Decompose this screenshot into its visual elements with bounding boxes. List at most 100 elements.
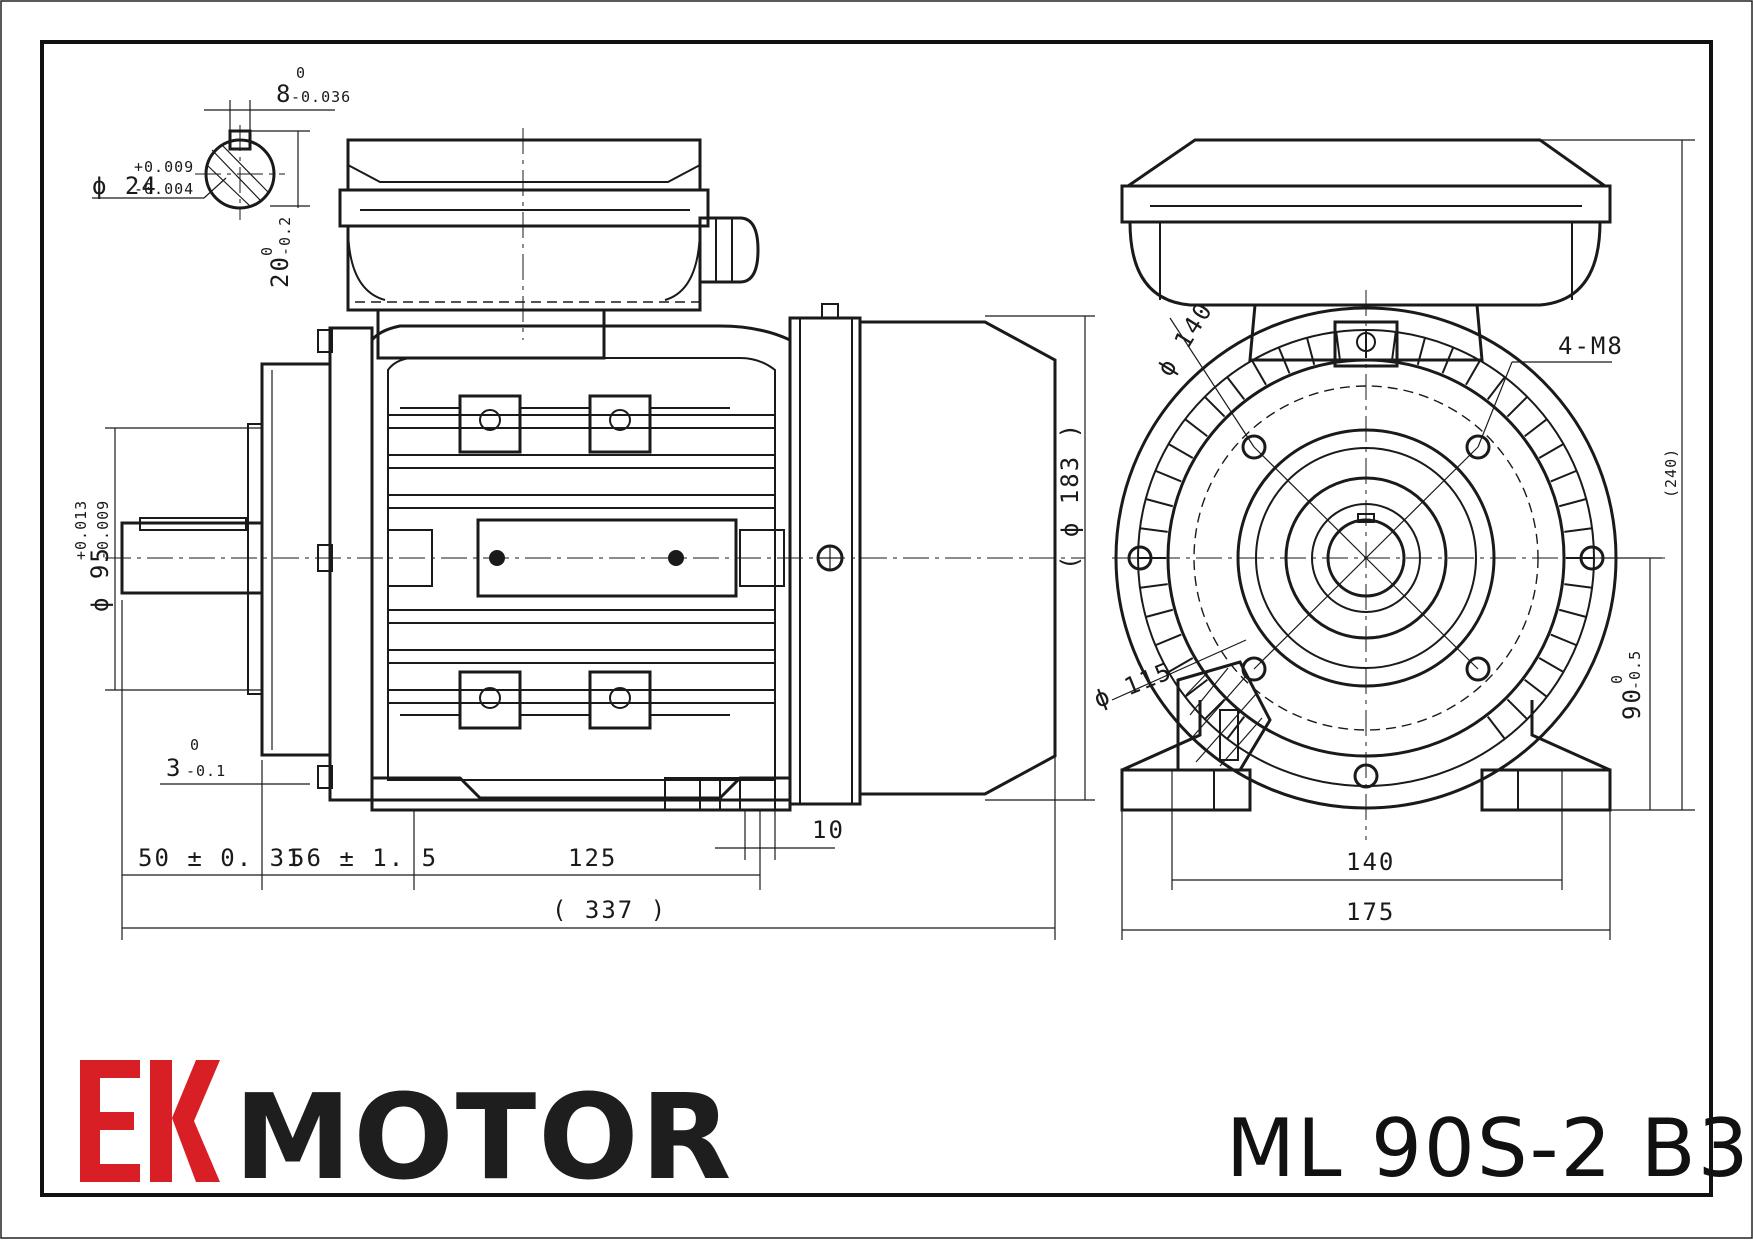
fin-line xyxy=(1154,633,1182,647)
lug-top-right-hole xyxy=(609,409,631,431)
fin-line xyxy=(1335,331,1341,360)
spigot-tol-upper: +0.013 xyxy=(72,500,90,560)
lug-bottom-right-hole xyxy=(609,687,631,709)
flange-tol-lower: -0.1 xyxy=(186,762,226,780)
front-keyway xyxy=(1357,513,1375,523)
fin-line xyxy=(1251,360,1267,386)
shaft-height-label-group: 90 0 -0.5 xyxy=(1608,650,1646,720)
fin-line xyxy=(1145,498,1174,508)
logo-k-stem xyxy=(150,1060,172,1182)
fin-line xyxy=(1550,469,1578,483)
ek-logo-mark xyxy=(80,1060,220,1182)
side-view xyxy=(105,128,1085,812)
lug-top-left-hole xyxy=(479,409,501,431)
dim-housing-diameter: ( ϕ 183 ) xyxy=(1056,422,1084,570)
dim-foot-holes: 140 xyxy=(1346,848,1395,876)
shaft-height-value: 90 xyxy=(1618,687,1646,720)
bar-pin-right xyxy=(668,550,684,566)
foot-right-slot xyxy=(1481,769,1519,811)
shaft-tol-upper: +0.009 xyxy=(134,158,194,176)
shaft-height-tol-upper: 0 xyxy=(1608,674,1626,684)
flange-bolt-tr xyxy=(1465,434,1491,460)
fin-line xyxy=(1441,346,1455,374)
fin-line xyxy=(1145,608,1174,618)
terminal-lid-chamfer xyxy=(347,164,701,183)
fin-line xyxy=(1168,443,1194,459)
front-dimensions xyxy=(1111,139,1695,940)
fin-line xyxy=(1538,657,1564,673)
fin-line xyxy=(1226,376,1246,400)
keyheight-tol-upper: 0 xyxy=(258,246,276,256)
fin-line xyxy=(1558,608,1587,618)
fin-line xyxy=(1168,657,1194,673)
brand-logo: MOTOR xyxy=(80,1060,731,1206)
fin-line xyxy=(1550,633,1578,647)
lug-bottom-left xyxy=(458,670,522,730)
spigot-tol-lower: -0.009 xyxy=(94,500,112,560)
clamp-left xyxy=(387,529,433,587)
housing-dia-label-group: ( ϕ 183 ) xyxy=(1056,422,1084,570)
height-label-group: (240) xyxy=(1662,448,1680,498)
front-bottom-ear-hole xyxy=(1353,763,1379,789)
shaft-height-tol-lower: -0.5 xyxy=(1626,650,1644,690)
bolt-pcd-circle xyxy=(1193,385,1539,731)
flange-bolt-br xyxy=(1465,656,1491,682)
keywidth-value: 8 xyxy=(276,80,292,108)
tie-bolt-top xyxy=(317,329,333,353)
fin-line xyxy=(1506,698,1528,720)
model-designation: ML 90S-2 B34 xyxy=(1226,1102,1753,1195)
logo-k-arms xyxy=(172,1060,220,1182)
pcd-leader xyxy=(1169,317,1255,448)
tie-bolt-bottom xyxy=(317,765,333,789)
flange-bolt-tl xyxy=(1241,434,1267,460)
hatch-2 xyxy=(221,144,269,193)
front-terminal-rim xyxy=(1120,184,1612,224)
dim-shaft-length: 50 ± 0. 31 xyxy=(138,844,303,872)
fin-line xyxy=(1558,498,1587,508)
shaft-tol-lower: -0.004 xyxy=(134,180,194,198)
keyheight-value: 20 xyxy=(266,255,294,288)
spigot-leader xyxy=(1111,639,1247,701)
terminal-box-rim xyxy=(338,188,710,228)
fin-line xyxy=(1277,346,1291,374)
fin-line xyxy=(1391,331,1397,360)
bolt-leader xyxy=(1477,361,1513,448)
dim-shaft-to-foot: 56 ± 1. 5 xyxy=(290,844,438,872)
shaft-end xyxy=(1326,518,1406,598)
cooling-fins xyxy=(388,414,775,704)
shaft-dia-value: ϕ 24 xyxy=(92,172,158,200)
pcd-diag-2 xyxy=(1253,446,1479,670)
spigot-dia-value: ϕ 95 xyxy=(86,546,114,612)
fin-line xyxy=(1564,527,1593,533)
front-top-ear xyxy=(1333,320,1399,368)
flange-outer-circle xyxy=(1166,358,1566,758)
keyheight-label-group: 20 0 -0.2 xyxy=(258,216,294,288)
fin-line xyxy=(1564,583,1593,589)
fin-line xyxy=(1184,678,1208,698)
lug-top-left xyxy=(458,394,522,454)
bearing-housing xyxy=(1284,476,1448,640)
keywidth-tol-lower: -0.036 xyxy=(291,88,351,106)
fin-line xyxy=(1486,376,1506,400)
keyheight-tol-lower: -0.2 xyxy=(276,216,294,256)
fin-line xyxy=(1506,396,1528,418)
fin-line xyxy=(1524,418,1548,438)
front-terminal-body xyxy=(1128,221,1602,307)
fin-line xyxy=(1486,716,1506,740)
lug-bottom-right xyxy=(588,670,652,730)
flange-tol-upper: 0 xyxy=(190,736,200,754)
clamp-right xyxy=(739,529,785,587)
lug-bottom-left-hole xyxy=(479,687,501,709)
bolt-label: 4-M8 xyxy=(1558,332,1624,360)
front-left-ear-hole xyxy=(1127,545,1153,571)
logo-e-shape xyxy=(80,1060,140,1182)
dim-foot-spacing: 125 xyxy=(568,844,617,872)
hatch-1 xyxy=(211,149,261,201)
terminal-curve-left xyxy=(347,225,386,301)
central-bar xyxy=(476,518,738,598)
stator-inner xyxy=(387,357,776,781)
fin-line xyxy=(1204,396,1226,418)
